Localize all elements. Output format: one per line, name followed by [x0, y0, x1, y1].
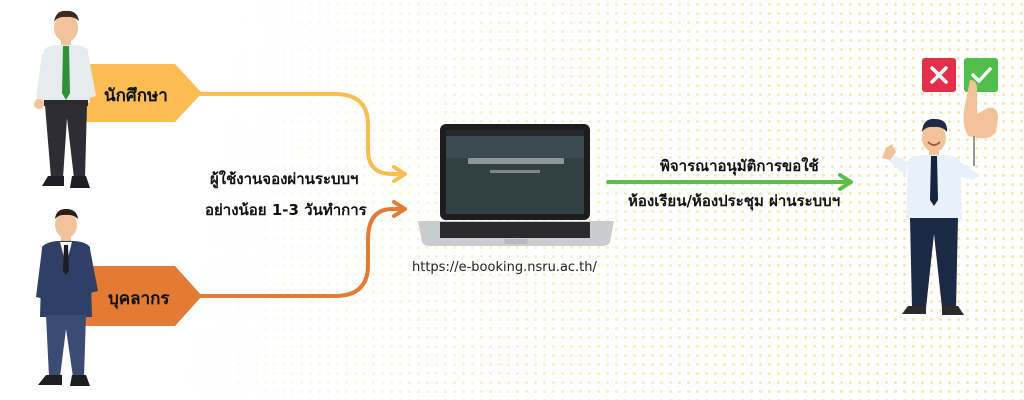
student-tag-shape	[80, 64, 202, 122]
staff-connector	[198, 207, 404, 298]
staff-tag-shape	[80, 266, 202, 326]
booking-url: https://e-booking.nsru.ac.th/	[412, 260, 597, 275]
check-icon	[971, 67, 992, 83]
close-icon	[930, 66, 948, 84]
staff-tag-label: บุคลากร	[108, 289, 170, 309]
student-arrowhead	[392, 165, 407, 183]
booking-note-line2: อย่างน้อย 1-3 วันทำการ	[205, 201, 367, 219]
student-tag-label: นักศึกษา	[104, 86, 168, 106]
approval-line1: พิจารณาอนุมัติการขอใช้	[660, 157, 819, 175]
student-connector	[198, 92, 404, 176]
screen-title-placeholder	[468, 158, 564, 164]
approver-figure	[882, 80, 998, 315]
student-figure	[34, 10, 96, 188]
staff-figure	[36, 209, 98, 386]
role-tags	[80, 64, 202, 326]
approval-line2: ห้องเรียน/ห้องประชุม ผ่านระบบฯ	[628, 192, 841, 210]
booking-note-line1: ผู้ใช้งานจองผ่านระบบฯ	[210, 170, 359, 188]
laptop-illustration	[418, 124, 614, 246]
approve-arrowhead	[838, 173, 853, 191]
staff-arrowhead	[392, 200, 407, 218]
